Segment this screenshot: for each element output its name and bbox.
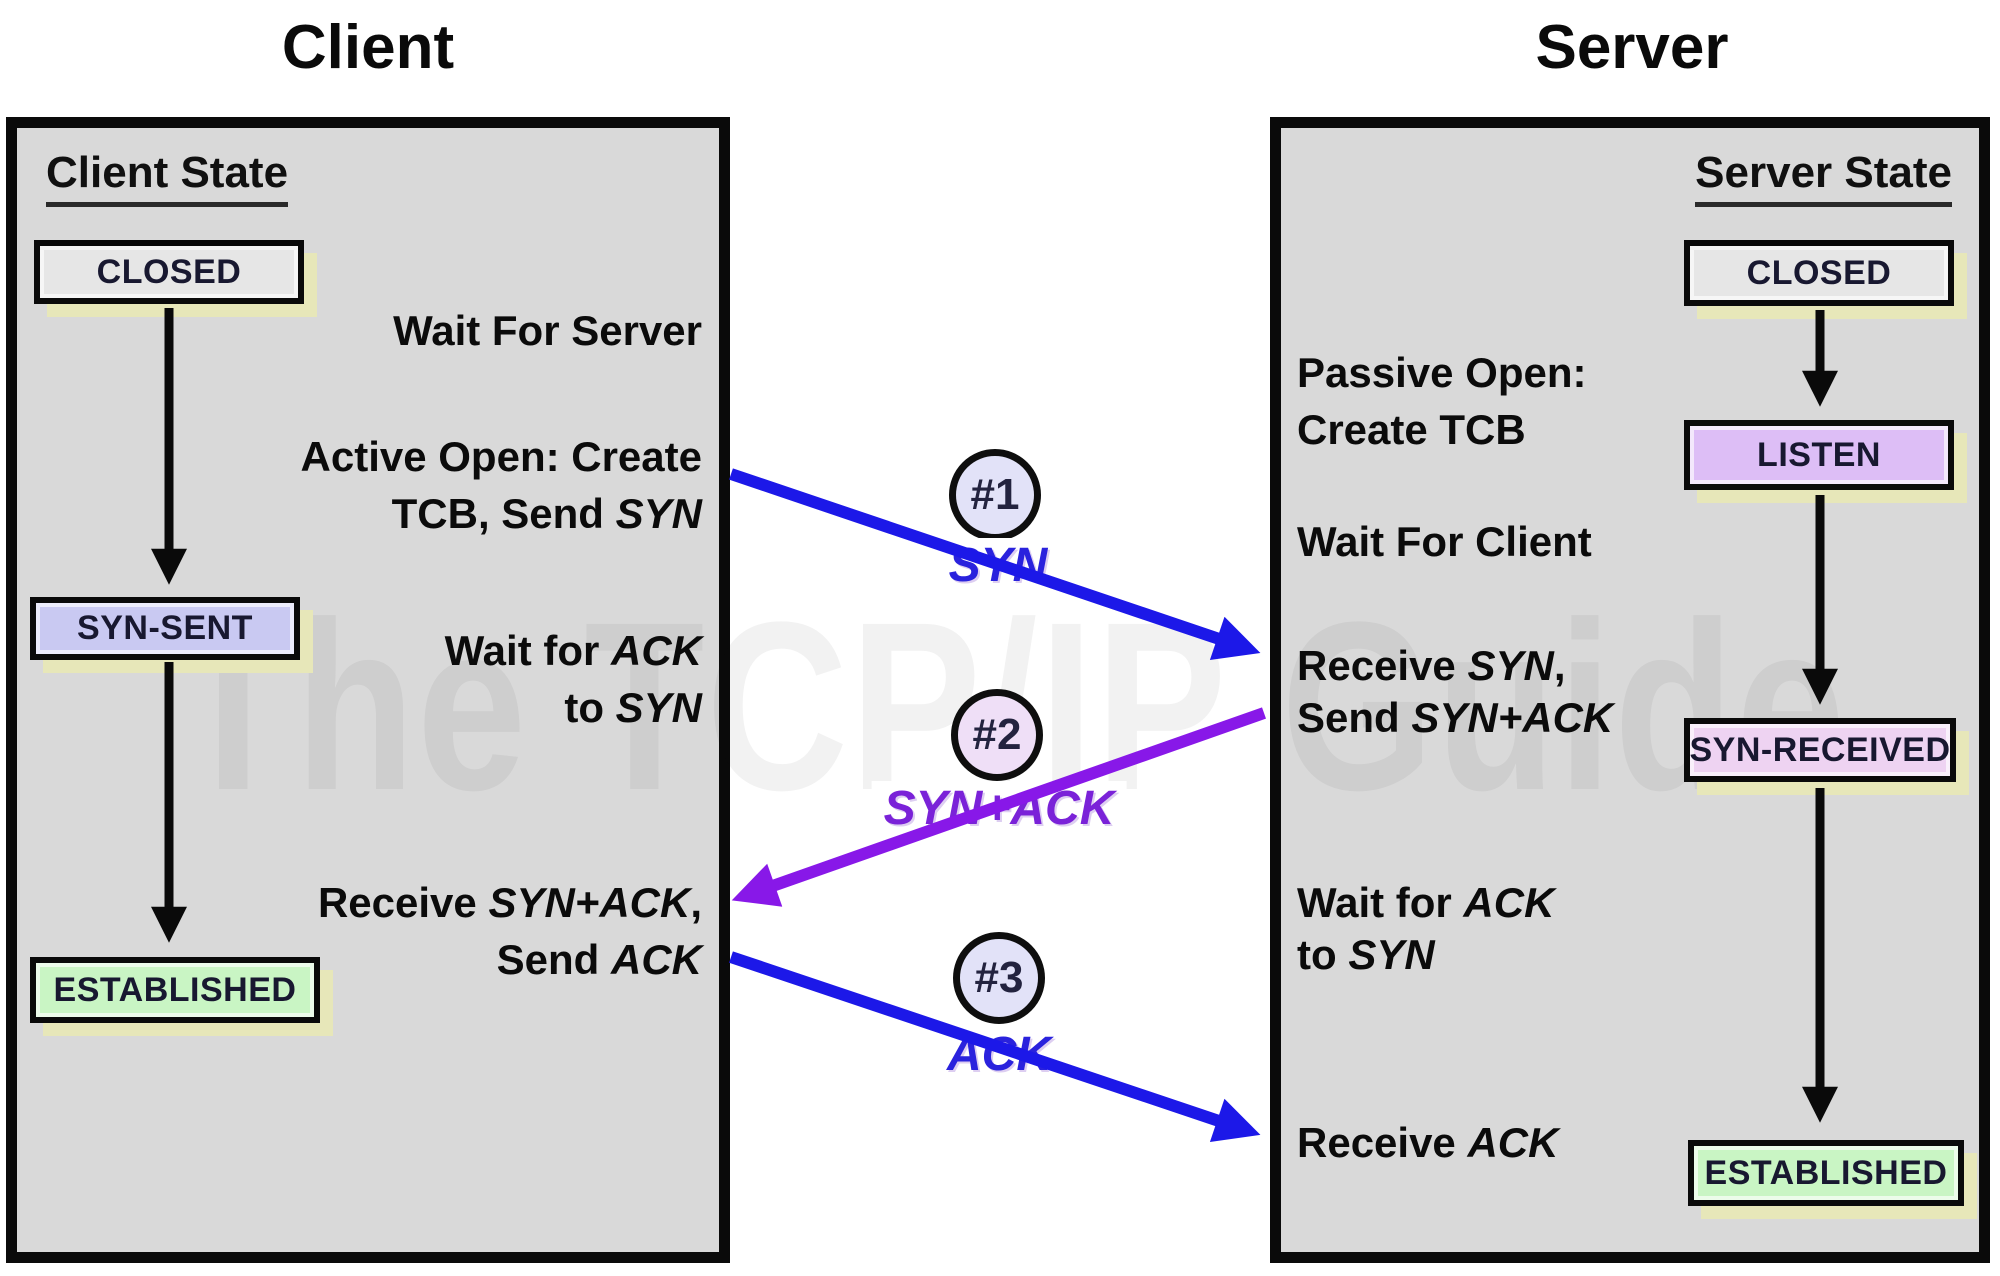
message-3-circle: #3 (953, 932, 1045, 1024)
server-state-established: ESTABLISHED (1688, 1140, 1964, 1206)
synack-label: SYN+ACK (871, 781, 1127, 836)
server-panel (1270, 117, 1990, 1263)
server-note-passive-open: Passive Open:Create TCB (1297, 349, 1587, 453)
server-state-syn-received: SYN-RECEIVED (1684, 718, 1956, 782)
message-2-circle: #2 (951, 689, 1043, 781)
server-note-wait-for-client: Wait For Client (1297, 518, 1592, 565)
ack-label: ACK (935, 1027, 1063, 1082)
server-note-receive-syn: Receive SYN,Send SYN+ACK (1297, 642, 1614, 741)
server-title: Server (1535, 13, 1729, 82)
client-state-header: Client State (46, 148, 289, 207)
server-state-listen: LISTEN (1684, 420, 1954, 490)
server-state-header: Server State (1695, 148, 1952, 207)
client-state-closed: CLOSED (34, 240, 304, 304)
server-note-receive-ack: Receive ACK (1297, 1119, 1559, 1166)
server-state-closed: CLOSED (1684, 240, 1954, 306)
client-note-receive-synack: Receive SYN+ACK,Send ACK (317, 879, 702, 983)
client-state-syn-sent: SYN-SENT (30, 597, 300, 660)
message-1-circle: #1 (949, 449, 1041, 541)
client-panel (6, 117, 730, 1263)
client-title: Client (281, 13, 455, 82)
syn-label: SYN (936, 538, 1060, 593)
client-state-established: ESTABLISHED (30, 957, 320, 1023)
client-note-wait-for-server: Wait For Server (393, 307, 702, 354)
